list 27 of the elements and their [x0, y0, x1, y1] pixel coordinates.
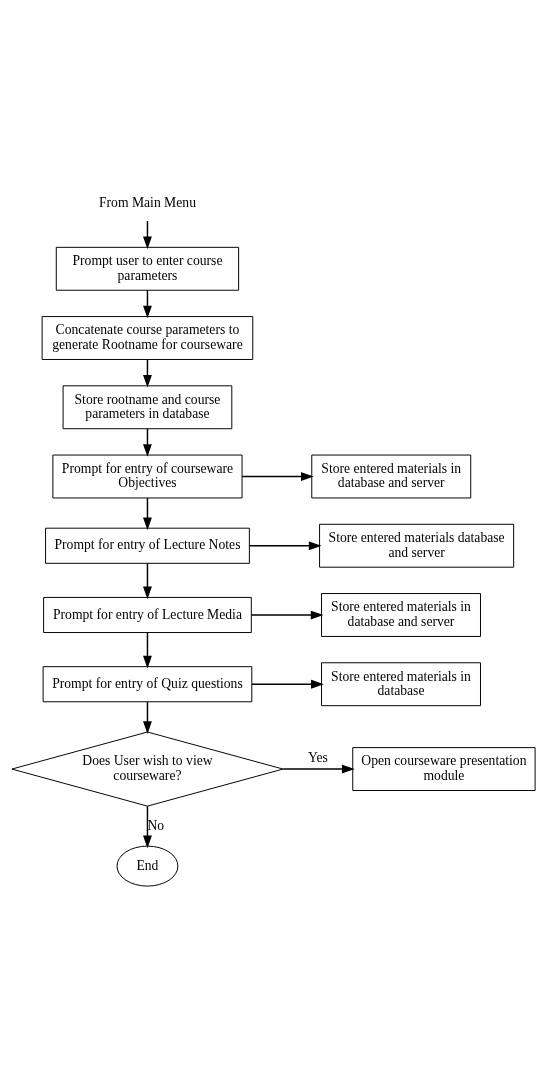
node-box: Store rootname and course parameters in database — [62, 385, 233, 430]
arrow — [251, 679, 324, 689]
node-box: Store entered materials database and server — [319, 523, 515, 568]
edge-label: No — [147, 817, 165, 833]
arrow — [248, 541, 322, 551]
node-box: Prompt for entry of courseware Objectives — [52, 454, 243, 499]
edge-label: Yes — [307, 750, 328, 766]
arrow — [282, 764, 355, 774]
arrow — [250, 610, 324, 620]
arrow — [143, 701, 152, 735]
arrow — [143, 631, 152, 669]
arrow — [143, 805, 152, 849]
arrow — [143, 497, 152, 531]
arrow — [241, 472, 314, 481]
node-text: From Main Menu — [98, 195, 196, 211]
node-diamond: Does User wish to view courseware? — [11, 731, 284, 807]
node-ellipse: End — [116, 845, 179, 887]
node-box: Store entered materials in database — [321, 662, 481, 707]
node-box: Open courseware presentation module — [352, 747, 536, 791]
arrow — [143, 562, 152, 600]
node-box: Prompt user to enter course parameters — [55, 246, 240, 291]
node-box: Prompt for entry of Lecture Media — [43, 596, 252, 634]
node-box: Concatenate course parameters to generate Rootname for courseware — [41, 316, 254, 360]
node-box: Prompt for entry of Lecture Notes — [45, 527, 250, 564]
node-box: Store entered materials in database and server — [321, 593, 481, 637]
node-box: Prompt for entry of Quiz questions — [42, 666, 253, 703]
node-box: Store entered materials in database and server — [311, 454, 472, 499]
